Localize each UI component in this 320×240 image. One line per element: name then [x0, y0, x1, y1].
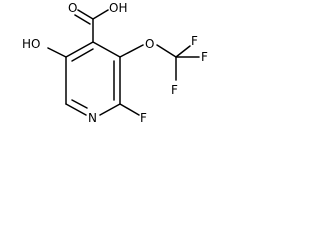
cf3-f-bottom-label: F [171, 83, 178, 97]
bond-c2-f [119, 103, 140, 116]
ring-bond-c5-c4 [65, 41, 94, 58]
ring-bond-c5-c4-inner [71, 48, 94, 62]
substituent-bonds [47, 9, 200, 116]
ring-bond-n-c6 [65, 103, 87, 116]
bond-ether-o-cf3 [156, 44, 177, 58]
ring-f-label: F [140, 111, 147, 125]
ring-bond-c2-n [99, 103, 121, 116]
bond-carboxyl-c-o-double-b [74, 14, 91, 25]
hydroxy-label: HO [22, 37, 40, 51]
ring-bond-n-c6-inner [71, 99, 88, 109]
ring-n-label: N [88, 111, 97, 125]
bond-c5-hydroxy [47, 47, 67, 58]
cf3-f-top-label: F [191, 34, 198, 48]
cf3-f-right-label: F [201, 50, 208, 64]
chemical-structure: OH O HO O F F F N F [22, 1, 208, 125]
bond-c3-ether-o [119, 44, 144, 58]
atom-labels: OH O HO O F F F N F [22, 1, 208, 125]
carbonyl-o-label: O [68, 1, 77, 15]
ether-o-label: O [145, 37, 154, 51]
ring-bond-c4-c3 [92, 41, 121, 58]
pyridine-ring [65, 41, 121, 116]
bond-carboxyl-c-oh [92, 9, 109, 20]
bond-carboxyl-c-o-double-a [77, 9, 94, 20]
carboxyl-oh-label: OH [109, 1, 127, 15]
bond-cf3-f-top [175, 45, 191, 58]
